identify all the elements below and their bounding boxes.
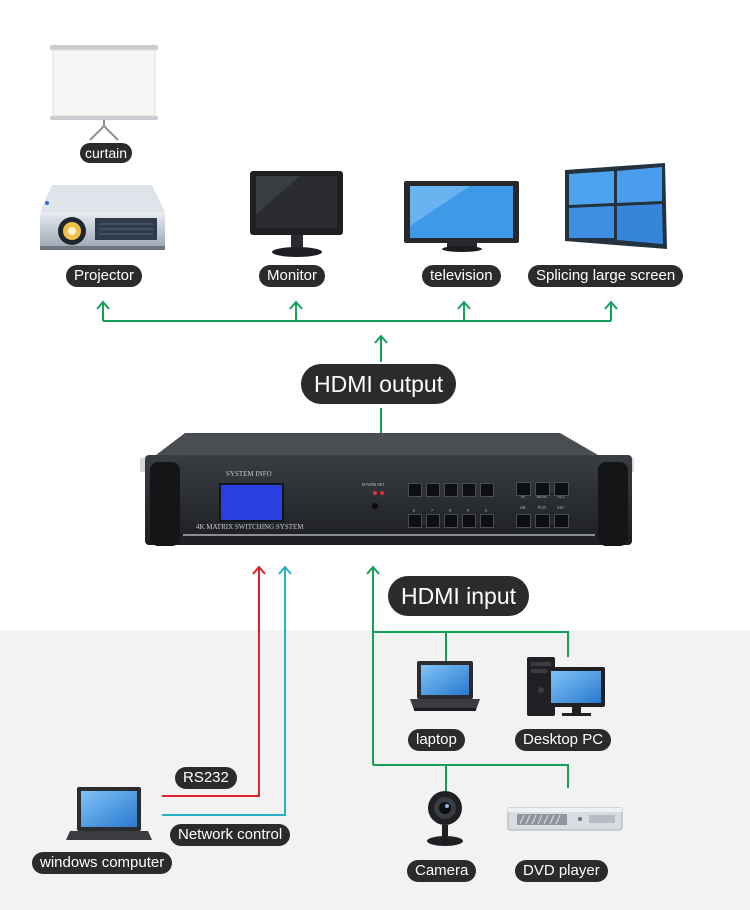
rs232-arrow bbox=[252, 565, 266, 575]
input-lines bbox=[366, 565, 569, 792]
control-lines bbox=[162, 565, 292, 816]
laptop-label: laptop bbox=[408, 729, 465, 751]
arrow-splicing bbox=[604, 300, 618, 310]
monitor-label: Monitor bbox=[259, 265, 326, 287]
arrow-television bbox=[457, 300, 471, 310]
curtain-icon bbox=[50, 45, 158, 141]
windows-computer-icon bbox=[66, 787, 152, 840]
monitor-icon bbox=[250, 171, 343, 257]
curtain-label: curtain bbox=[80, 143, 133, 163]
rs232-line bbox=[162, 567, 260, 797]
television-label: television bbox=[422, 265, 501, 287]
desktop-pc-icon bbox=[527, 657, 605, 716]
desktop-pc-label: Desktop PC bbox=[515, 729, 612, 751]
output-lines bbox=[96, 300, 618, 433]
camera-icon bbox=[427, 791, 463, 846]
dvd-player-label: DVD player bbox=[515, 860, 608, 882]
splicing-screen-icon bbox=[565, 163, 667, 249]
dvd-player-icon bbox=[507, 807, 623, 831]
network-control-label: Network control bbox=[170, 824, 291, 846]
splicing-screen-label: Splicing large screen bbox=[528, 265, 684, 287]
television-icon bbox=[404, 181, 519, 252]
laptop-icon bbox=[410, 661, 480, 711]
rs232-label: RS232 bbox=[175, 767, 237, 789]
input-arrow bbox=[366, 565, 380, 575]
projector-label: Projector bbox=[66, 265, 143, 287]
network-arrow bbox=[278, 565, 292, 575]
arrow-projector bbox=[96, 300, 110, 310]
projector-icon bbox=[40, 185, 165, 250]
matrix-switcher-device bbox=[140, 433, 634, 546]
arrow-monitor bbox=[289, 300, 303, 310]
hdmi-input-label: HDMI input bbox=[388, 576, 530, 616]
windows-computer-label: windows computer bbox=[32, 852, 173, 874]
hdmi-output-label: HDMI output bbox=[301, 364, 457, 404]
input-branch-desktop bbox=[373, 631, 569, 657]
output-trunk-arrow bbox=[374, 334, 388, 344]
lcd-screen bbox=[219, 483, 284, 522]
network-line bbox=[162, 567, 286, 816]
camera-label: Camera bbox=[407, 860, 477, 882]
input-branch-dvd bbox=[373, 764, 569, 788]
